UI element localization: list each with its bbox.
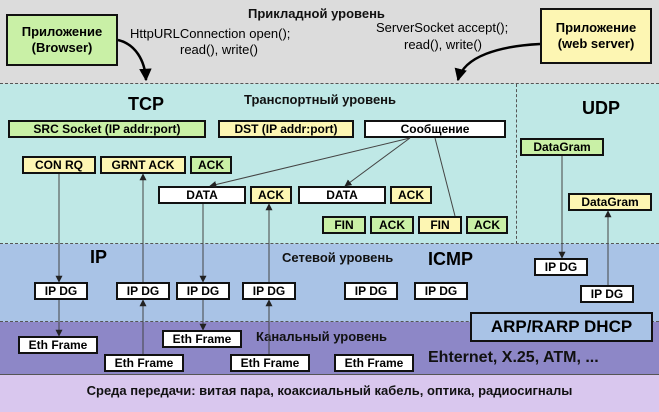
network-layer-label: Сетевой уровень xyxy=(282,250,394,265)
udp-title: UDP xyxy=(582,98,621,118)
udp-datagram-box-1: DataGram xyxy=(520,138,604,156)
dst-socket-box: DST (IP addr:port) xyxy=(218,120,354,138)
browser-app-line1: Приложение xyxy=(21,24,103,39)
data-ack-box-2: ACK xyxy=(390,186,432,204)
ip-dg-box-3: IP DG xyxy=(176,282,230,300)
data-box-1: DATA xyxy=(158,186,246,204)
ip-dg-box-udp-2: IP DG xyxy=(580,285,634,303)
fin-box-1: FIN xyxy=(322,216,366,234)
grnt-ack-box: GRNT ACK xyxy=(100,156,186,174)
fin-ack-box-1: ACK xyxy=(370,216,414,234)
eth-frame-box-2: Eth Frame xyxy=(104,354,184,372)
ip-dg-box-2: IP DG xyxy=(116,282,170,300)
ip-dg-box-5: IP DG xyxy=(344,282,398,300)
browser-app-line2: (Browser) xyxy=(31,40,93,55)
media-layer xyxy=(0,375,659,412)
server-app-line1: Приложение xyxy=(555,20,637,35)
eth-frame-box-1: Eth Frame xyxy=(18,336,98,354)
client-calls-line2: read(), write() xyxy=(180,42,259,57)
fin-ack-box-2: ACK xyxy=(466,216,508,234)
application-layer-label: Прикладной уровень xyxy=(248,6,385,21)
link-layer-label: Канальный уровень xyxy=(256,329,388,344)
icmp-title: ICMP xyxy=(428,249,473,269)
browser-to-tcp-arrow xyxy=(117,38,152,82)
ip-title: IP xyxy=(90,247,108,267)
server-calls-line1: ServerSocket accept(); xyxy=(376,20,509,35)
fin-box-2: FIN xyxy=(418,216,462,234)
ip-dg-box-udp-1: IP DG xyxy=(534,258,588,276)
arp-dhcp-box: ARP/RARP DHCP xyxy=(470,312,653,342)
data-box-2: DATA xyxy=(298,186,386,204)
udp-datagram-box-2: DataGram xyxy=(568,193,652,211)
message-box: Сообщение xyxy=(364,120,506,138)
server-calls-line2: read(), write() xyxy=(404,37,483,52)
browser-app-box: Приложение (Browser) xyxy=(6,14,118,66)
client-calls-line1: HttpURLConnection open(); xyxy=(130,26,291,41)
ip-dg-box-6: IP DG xyxy=(414,282,468,300)
eth-frame-box-3: Eth Frame xyxy=(162,330,242,348)
data-ack-box-1: ACK xyxy=(250,186,292,204)
tcp-title: TCP xyxy=(128,94,164,114)
server-app-line2: (web server) xyxy=(557,36,635,51)
media-layer-label: Среда передачи: витая пара, коаксиальный… xyxy=(86,383,573,398)
eth-frame-box-4: Eth Frame xyxy=(230,354,310,372)
handshake-ack-box: ACK xyxy=(190,156,232,174)
ip-dg-box-4: IP DG xyxy=(242,282,296,300)
eth-frame-box-5: Eth Frame xyxy=(334,354,414,372)
server-to-tcp-arrow xyxy=(454,42,541,82)
tcp-udp-divider xyxy=(516,84,517,244)
ip-dg-box-1: IP DG xyxy=(34,282,88,300)
src-socket-box: SRC Socket (IP addr:port) xyxy=(8,120,206,138)
con-rq-box: CON RQ xyxy=(22,156,96,174)
transport-layer-label: Транспортный уровень xyxy=(244,92,397,107)
ethernet-label: Ehternet, X.25, ATM, ... xyxy=(428,349,599,366)
network-layer xyxy=(0,244,659,322)
server-app-box: Приложение (web server) xyxy=(540,8,652,64)
